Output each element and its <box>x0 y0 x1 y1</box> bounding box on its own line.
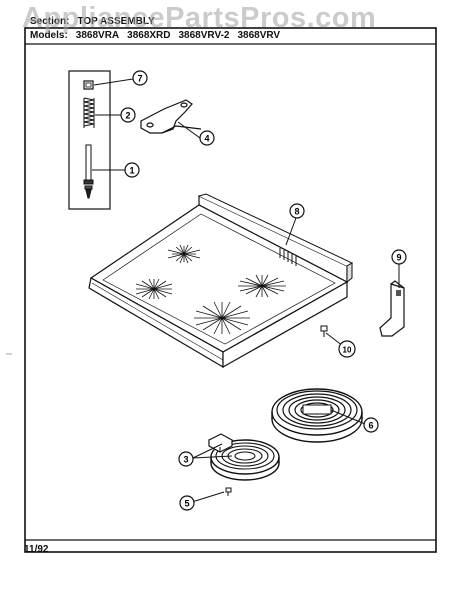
starburst-right-front <box>194 301 250 335</box>
part-9-side-trim <box>379 280 405 337</box>
small-parts-inset <box>68 70 111 210</box>
model-1: 3868VRA <box>75 30 120 41</box>
model-2: 3868XRD <box>127 30 171 41</box>
callout-9-label: 9 <box>396 253 401 263</box>
part-8-cooktop <box>88 193 354 369</box>
section-label: Section: <box>30 16 70 27</box>
callout-7: 7 <box>132 70 148 86</box>
footer-date: 11/92 <box>24 544 49 555</box>
callout-1: 1 <box>124 162 140 178</box>
callout-5: 5 <box>179 495 195 511</box>
callout-3-label: 3 <box>183 455 188 465</box>
model-4: 3868VRV <box>237 30 281 41</box>
part-1-pin <box>83 144 94 199</box>
section-header: Section: TOP ASSEMBLY <box>30 16 163 27</box>
diagram-frame <box>24 27 437 553</box>
leader-lines <box>92 78 400 503</box>
starburst-right-rear <box>238 274 286 298</box>
callout-4: 4 <box>199 130 215 146</box>
part-6-large-element <box>271 388 363 443</box>
part-10-screw <box>320 325 328 337</box>
callout-9: 9 <box>391 249 407 265</box>
part-3-small-element <box>207 433 280 481</box>
starburst-left-front <box>135 278 173 300</box>
part-4-bracket <box>140 99 202 134</box>
callout-7-label: 7 <box>137 74 142 84</box>
watermark: AppliancePartsPros.com <box>22 2 377 34</box>
callout-6: 6 <box>363 417 379 433</box>
callout-5-label: 5 <box>184 499 189 509</box>
models-label: Models: <box>30 30 68 41</box>
part-7-nut <box>83 80 94 90</box>
callouts: 7 2 1 4 8 9 10 6 <box>120 70 407 511</box>
callout-10: 10 <box>338 340 356 358</box>
model-3: 3868VRV-2 <box>178 30 230 41</box>
callout-1-label: 1 <box>129 166 134 176</box>
part-5-screw <box>225 487 232 496</box>
models-header: Models: 3868VRA 3868XRD 3868VRV-2 3868VRV <box>30 30 288 41</box>
part-2-spring <box>83 97 95 128</box>
callout-8: 8 <box>289 203 305 219</box>
callout-8-label: 8 <box>294 207 299 217</box>
callout-2-label: 2 <box>125 111 130 121</box>
callout-10-label: 10 <box>343 346 352 355</box>
callout-2: 2 <box>120 107 136 123</box>
callout-3: 3 <box>178 451 194 467</box>
callout-6-label: 6 <box>368 421 373 431</box>
section-value: TOP ASSEMBLY <box>77 16 155 27</box>
callout-4-label: 4 <box>204 134 209 144</box>
starburst-left-rear <box>167 244 201 264</box>
